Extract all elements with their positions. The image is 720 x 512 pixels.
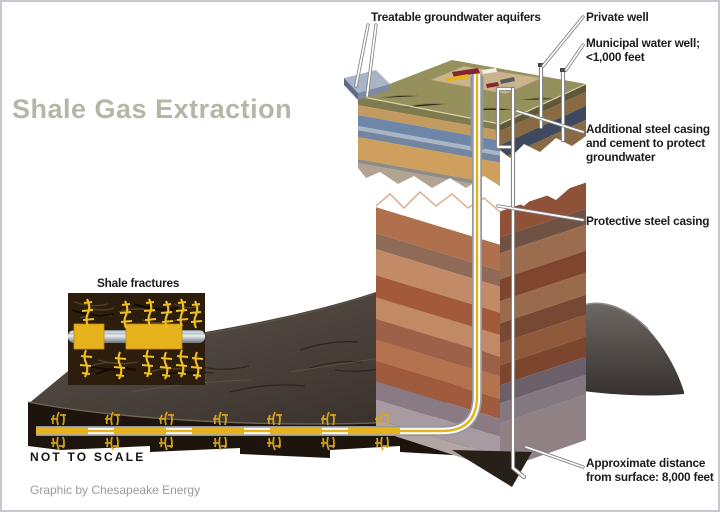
label-additional-casing-line1: Additional steel casing bbox=[586, 122, 710, 136]
equipment-gray bbox=[500, 77, 515, 84]
inset-collar-left bbox=[73, 323, 105, 350]
label-protective-casing: Protective steel casing bbox=[586, 214, 709, 228]
equipment-yellow bbox=[446, 74, 469, 82]
label-distance-line1: Approximate distance bbox=[586, 456, 706, 470]
strata-column bbox=[375, 182, 586, 487]
well-bore bbox=[36, 74, 479, 433]
truck-red bbox=[452, 68, 480, 77]
leader-lines bbox=[354, 15, 585, 469]
well-system bbox=[36, 74, 484, 451]
label-municipal-well-line1: Municipal water well; bbox=[586, 36, 700, 50]
municipal-well-stub bbox=[560, 68, 566, 143]
label-distance-line2: from surface: 8,000 feet bbox=[586, 470, 714, 484]
label-additional-casing-line2: and cement to protect bbox=[586, 136, 705, 150]
shale-fractures-inset bbox=[68, 293, 205, 385]
label-shale-fractures: Shale fractures bbox=[97, 276, 180, 290]
not-to-scale-note: NOT TO SCALE bbox=[30, 450, 146, 464]
label-aquifers: Treatable groundwater aquifers bbox=[371, 10, 541, 24]
inset-collar-right bbox=[125, 323, 183, 350]
credit-line: Graphic by Chesapeake Energy bbox=[30, 483, 200, 497]
page-title: Shale Gas Extraction bbox=[12, 94, 292, 124]
label-municipal-well-line2: <1,000 feet bbox=[586, 50, 645, 64]
well-pad bbox=[428, 65, 544, 95]
depth-line bbox=[510, 86, 527, 480]
column-bottom-tip bbox=[452, 450, 532, 487]
label-additional-casing-line3: groundwater bbox=[586, 150, 656, 164]
tanks-white bbox=[482, 68, 497, 74]
label-private-well: Private well bbox=[586, 10, 649, 24]
aquifer-band bbox=[358, 114, 500, 152]
ground-mound-right bbox=[582, 302, 684, 396]
casing-bracket bbox=[495, 86, 516, 150]
